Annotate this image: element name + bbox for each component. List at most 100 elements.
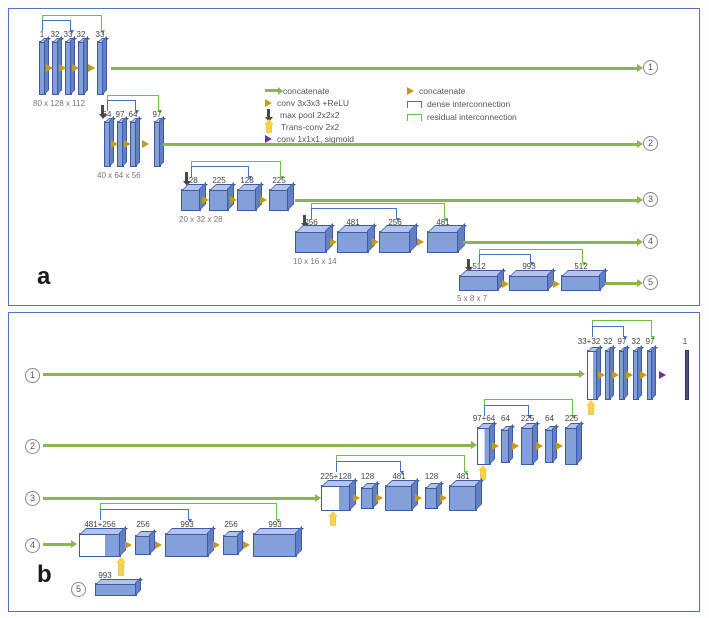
dense-bracket-icon [407, 101, 422, 108]
legend-label: conv 3x3x3 +ReLU [277, 97, 350, 108]
conv-triangle-icon [536, 442, 543, 450]
concatenate-arrow [463, 238, 643, 246]
channel-label: 481 [392, 472, 406, 481]
residual-bracket-icon [407, 114, 422, 121]
feature-map-box [561, 275, 601, 291]
channel-label: 993 [180, 520, 194, 529]
channel-label: 33 [95, 30, 105, 39]
channel-label: 128 [424, 472, 439, 481]
dense-interconnection-bracket [484, 405, 532, 419]
feature-map-box [181, 189, 201, 211]
legend-item-conv: conv 3x3x3 +ReLU [265, 97, 349, 108]
channel-label: 256 [388, 218, 402, 227]
concat-feature-map-box [321, 485, 351, 511]
dense-interconnection-bracket [336, 461, 404, 475]
conv-triangle-icon [353, 494, 360, 502]
legend-item-sigmoid-conv: conv 1x1x1, sigmoid [265, 133, 354, 144]
concat-triangle-icon [407, 86, 414, 95]
sigmoid-conv-triangle-icon [659, 371, 666, 379]
channel-label: 128 [184, 176, 198, 185]
transconv-arrow-icon [327, 511, 338, 525]
legend-label: max pool 2x2x2 [280, 109, 340, 120]
feature-map-box [52, 41, 59, 95]
legend-label: concatenate [283, 85, 330, 96]
legend-item-dense: dense interconnection [407, 98, 510, 109]
channel-label: 32 [76, 30, 86, 39]
feature-map-box [165, 533, 209, 557]
feature-map-box [337, 231, 369, 253]
concatenate-arrow-icon [265, 86, 283, 95]
channel-label: 128 [360, 472, 375, 481]
channel-label: 481+256 [84, 520, 116, 529]
feature-map-box [565, 427, 578, 465]
feature-map-box [97, 41, 104, 95]
conv-triangle-icon [213, 541, 220, 549]
concatenate-arrow [111, 64, 643, 72]
feature-map-box [154, 121, 161, 167]
legend-item-maxpool: max pool 2x2x2 [264, 108, 340, 122]
conv-triangle-icon [598, 371, 605, 379]
conv-triangle-icon [46, 64, 53, 72]
conv-triangle-icon [556, 442, 563, 450]
channel-label: 225 [564, 414, 579, 423]
skip-connector-5: 5 [643, 275, 658, 290]
channel-label: 128 [240, 176, 254, 185]
transconv-arrow-icon [477, 465, 488, 479]
conv-triangle-icon [142, 140, 149, 148]
concatenate-arrow [43, 494, 321, 502]
conv-triangle-icon [111, 140, 118, 148]
conv-triangle-icon [265, 98, 272, 107]
legend-label: conv 1x1x1, sigmoid [277, 133, 355, 144]
channel-label: 225 [520, 414, 535, 423]
conv-triangle-icon [640, 371, 647, 379]
channel-label: 512 [574, 262, 588, 271]
feature-map-box [647, 350, 653, 400]
conv-triangle-icon [202, 196, 209, 204]
channel-label: 97 [617, 337, 627, 346]
channel-label: 256 [136, 520, 150, 529]
feature-map-box [95, 583, 137, 596]
dense-interconnection-bracket [479, 254, 534, 266]
conv-triangle-icon [512, 442, 519, 450]
feature-map-box [385, 485, 413, 511]
maxpool-arrow-icon [98, 105, 107, 119]
skip-connector-3: 3 [25, 491, 40, 506]
channel-label: 33+32 [577, 337, 601, 346]
channel-label: 481 [346, 218, 360, 227]
dimensions-label: 5 x 8 x 7 [457, 294, 488, 303]
feature-map-box [379, 231, 411, 253]
transconv-arrow-icon [585, 400, 596, 414]
feature-map-box [269, 189, 289, 211]
conv-triangle-icon [372, 238, 379, 246]
legend-label: concatenate [419, 85, 466, 96]
transconv-arrow-icon [115, 557, 126, 575]
concat-feature-map-box [477, 427, 491, 465]
panel-a-label: a [37, 263, 51, 290]
concatenate-arrow [43, 370, 585, 378]
maxpool-arrow-icon [182, 172, 191, 186]
skip-connector-4: 4 [25, 538, 40, 553]
feature-map-box [65, 41, 72, 95]
skip-connector-1: 1 [643, 60, 658, 75]
feature-map-box [223, 535, 239, 555]
feature-map-box [605, 350, 611, 400]
feature-map-box [104, 121, 111, 167]
transconv-arrow-icon [263, 119, 274, 132]
conv-triangle-icon [440, 494, 447, 502]
panel-b-label: b [37, 561, 52, 588]
skip-connector-4: 4 [643, 234, 658, 249]
skip-connector-2: 2 [25, 439, 40, 454]
conv-triangle-icon [502, 280, 509, 288]
conv-triangle-icon [260, 196, 267, 204]
dimensions-label: 40 x 64 x 56 [97, 171, 141, 180]
concatenate-arrow [43, 441, 477, 449]
feature-map-box [209, 189, 229, 211]
feature-map-box [237, 189, 257, 211]
feature-map-box [135, 535, 151, 555]
channel-label: 1 [682, 337, 688, 346]
legend-item-transconv: Trans-conv 2x2 [263, 119, 339, 132]
panel-a-encoder: 1 32 33 32 33 1 80 x 128 x 112 concatena… [8, 8, 700, 306]
feature-map-box [253, 533, 297, 557]
conv-triangle-icon [59, 64, 66, 72]
channel-label: 64 [545, 414, 554, 423]
